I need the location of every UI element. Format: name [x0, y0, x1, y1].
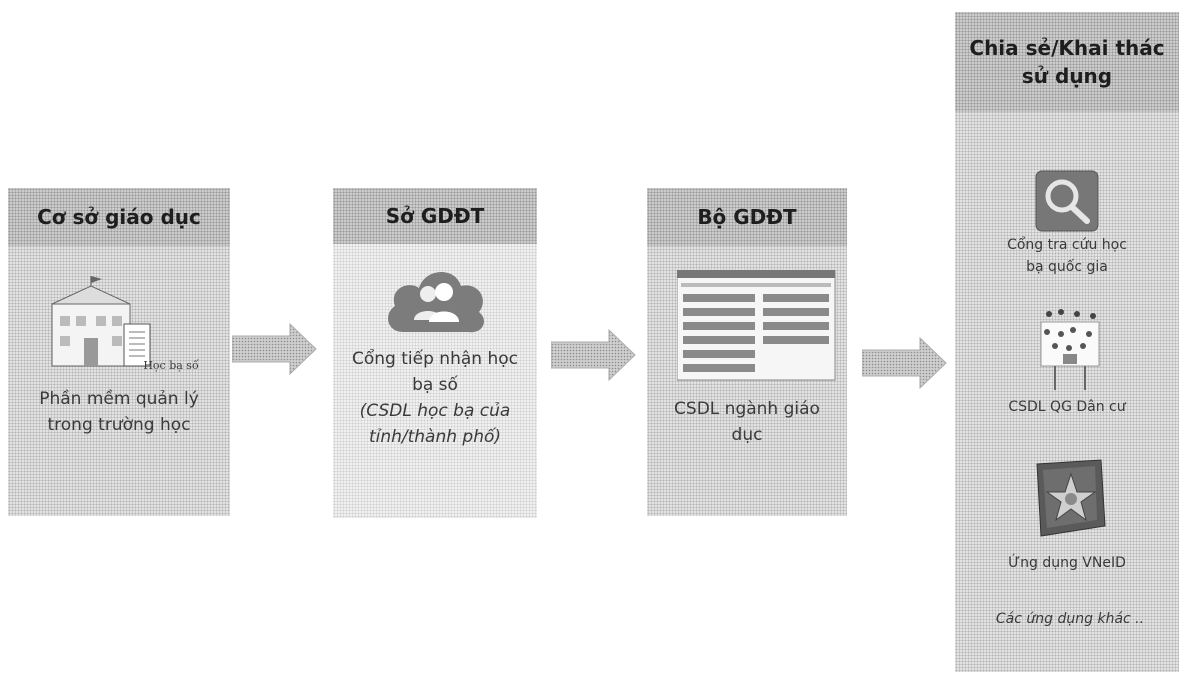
box-sharing: Chia sẻ/Khai thác sử dụng Cổng tra cứu h…	[955, 12, 1179, 672]
box-province: Sở GDĐT Cổng tiếp nhận học bạ số (CSDL h…	[333, 188, 537, 518]
cloud-users-icon	[388, 271, 484, 333]
arrow-right	[232, 322, 317, 376]
province-subtext: (CSDL học bạ của tỉnh/thành phố)	[359, 401, 511, 448]
vneid-shield-icon	[1036, 459, 1106, 537]
school-text: Phần mềm quản lý trong trường học	[39, 389, 199, 436]
school-icon-label: Học bạ số	[143, 359, 199, 372]
box-school-title: Cơ sở giáo dục	[8, 188, 230, 246]
box-sharing-title: Chia sẻ/Khai thác sử dụng	[955, 12, 1179, 112]
search-icon	[1035, 170, 1099, 232]
sharing-other-label: Các ứng dụng khác ..	[995, 611, 1145, 627]
province-text: Cổng tiếp nhận học bạ số	[352, 349, 518, 396]
school-building-icon	[51, 276, 151, 367]
sharing-item-label: Ứng dụng VNeID	[1008, 555, 1126, 571]
box-school: Cơ sở giáo dục Học bạ số Phần mềm quản l…	[8, 188, 230, 516]
database-screen-icon	[677, 270, 836, 381]
arrow-right	[862, 336, 947, 390]
population-icon	[1040, 309, 1100, 390]
sharing-item-label: CSDL QG Dân cư	[1008, 399, 1126, 415]
box-ministry: Bộ GDĐT CSDL ngành giáo dục	[647, 188, 847, 516]
box-ministry-title: Bộ GDĐT	[647, 188, 847, 246]
ministry-text: CSDL ngành giáo dục	[674, 399, 820, 446]
arrow-right	[551, 328, 636, 382]
sharing-item-label: Cổng tra cứu học bạ quốc gia	[1007, 237, 1127, 276]
box-province-title: Sở GDĐT	[333, 188, 537, 244]
